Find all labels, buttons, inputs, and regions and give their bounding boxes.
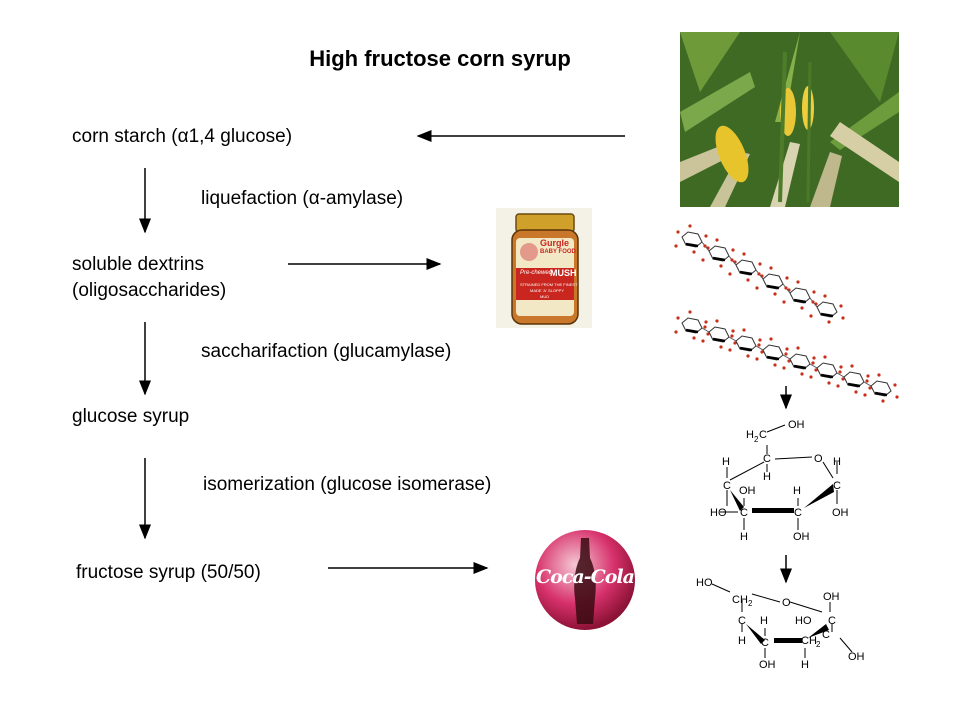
sugar-ring-b-2 <box>728 328 764 358</box>
step-glucose-syrup: glucose syrup <box>72 406 190 427</box>
glycosidic-bond-b-0 <box>701 327 710 333</box>
babyfood-product-prefix: Pre-chewed <box>520 270 553 276</box>
fru-c1-sub: 2 <box>748 599 753 608</box>
fru-c3: C <box>822 629 830 641</box>
glc-ring-o: O <box>814 453 823 465</box>
fru-c4-oh: OH <box>759 659 776 671</box>
step-dextrins-line1: soluble dextrins <box>72 254 205 275</box>
sugar-ring-a-4 <box>782 280 818 310</box>
glc-c5-h: H <box>763 471 771 483</box>
glc-c3: C <box>740 507 748 519</box>
coca-cola-text: Coca-Cola <box>536 566 635 588</box>
step-fructose-syrup: fructose syrup (50/50) <box>76 562 261 583</box>
glucose-structure: H 2 C OH C O H H H C C OH H HO C C OH H … <box>710 419 849 543</box>
process-liquefaction: liquefaction (α-amylase) <box>201 188 404 209</box>
glc-c1-oh: OH <box>832 507 849 519</box>
fru-c1-ch: CH <box>732 594 748 606</box>
babyfood-tag3: MUD <box>540 294 550 299</box>
step-soluble-dextrins: soluble dextrins (oligosaccharides) <box>72 252 226 304</box>
glycosidic-bond-b-1 <box>728 336 737 342</box>
sugar-ring-b-4 <box>782 346 818 376</box>
process-isomerization: isomerization (glucose isomerase) <box>203 474 492 495</box>
sugar-ring-b-6 <box>836 364 872 394</box>
sugar-ring-a-2 <box>728 252 764 282</box>
corn-field-photo <box>680 32 899 207</box>
fructose-structure: HO CH 2 O OH C C H HO H C CH 2 C OH OH H <box>696 577 865 671</box>
fru-c3-ch: CH <box>801 635 817 647</box>
fru-c1-ho: HO <box>696 577 713 589</box>
fru-c3-sub: 2 <box>816 640 821 649</box>
glc-c4: C <box>723 480 731 492</box>
corn-cob-1 <box>715 125 749 183</box>
babyfood-tag2: MADE 'A' SLOPPY <box>530 288 564 293</box>
babyfood-line: BABY FOOD <box>540 249 576 255</box>
glc-c6-oh: OH <box>788 419 805 431</box>
glc-c5: C <box>763 453 771 465</box>
fru-c5-h: H <box>760 615 768 627</box>
glc-c4-ho: HO <box>710 507 727 519</box>
fru-c2-oh: OH <box>823 591 840 603</box>
glycosidic-bond-b-5 <box>836 372 845 378</box>
sugar-ring-b-0 <box>674 310 710 340</box>
coca-cola-logo: Coca-Cola <box>533 528 637 632</box>
sugar-ring-b-7 <box>863 373 899 403</box>
sugar-ring-a-0 <box>674 224 710 254</box>
glc-c3-h: H <box>740 531 748 543</box>
glycosidic-bond-b-3 <box>782 354 791 360</box>
babyfood-product: MUSH <box>550 268 577 278</box>
glycosidic-bond-b-2 <box>755 345 764 351</box>
fru-ring-o: O <box>782 597 791 609</box>
step-corn-starch: corn starch (α1,4 glucose) <box>72 126 293 147</box>
glc-c1: C <box>833 480 841 492</box>
fru-c3-ho: HO <box>795 615 812 627</box>
sugar-ring-a-3 <box>755 266 791 296</box>
process-saccharification: saccharifaction (glucamylase) <box>201 341 452 362</box>
glc-c1-h: H <box>833 456 841 468</box>
glycosidic-bond-b-4 <box>809 363 818 369</box>
glc-h2c-c: C <box>759 429 767 441</box>
babyfood-brand: Gurgle <box>540 238 570 248</box>
baby-food-jar-image: Gurgle BABY FOOD Pre-chewed MUSH STRAINE… <box>496 208 592 328</box>
fru-c3-h: H <box>801 659 809 671</box>
step-dextrins-line2: (oligosaccharides) <box>72 280 227 301</box>
fru-c5-h2: H <box>738 635 746 647</box>
babyfood-tag1: STRAINED FROM THE FINEST <box>520 282 578 287</box>
glc-c2-oh: OH <box>793 531 810 543</box>
fru-c4: C <box>761 637 769 649</box>
glc-c3-oh: OH <box>739 485 756 497</box>
glc-c2: C <box>794 507 802 519</box>
dextrin-chain-structure <box>674 224 899 403</box>
fru-c6-oh: OH <box>848 651 865 663</box>
glc-c2-h: H <box>793 485 801 497</box>
page-title: High fructose corn syrup <box>309 46 571 71</box>
glc-h2c-sub: 2 <box>754 435 759 444</box>
fru-c2: C <box>828 615 836 627</box>
glc-h2c-h: H <box>746 429 754 441</box>
baby-food-jar-drawing <box>511 213 579 325</box>
glc-c4-h: H <box>722 456 730 468</box>
glycosidic-bond-b-6 <box>863 381 872 387</box>
sugar-ring-a-5 <box>809 294 845 324</box>
coca-cola-disc <box>535 530 635 630</box>
fru-c5: C <box>738 615 746 627</box>
sugar-ring-a-1 <box>701 238 737 268</box>
